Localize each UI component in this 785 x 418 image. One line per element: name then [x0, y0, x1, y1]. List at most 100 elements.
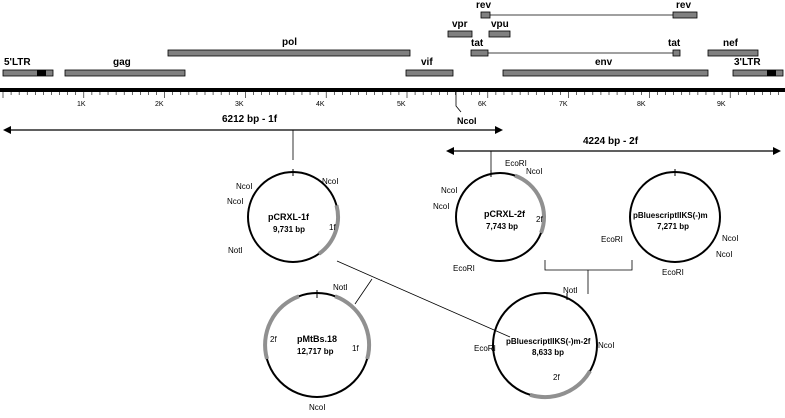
plasmid-pbluescript-2f-size: 8,633 bp — [532, 348, 564, 357]
plasmid-pcrxl-1f-insert-arc — [317, 204, 341, 256]
site-ncoi-2: NcoI — [441, 186, 457, 195]
plasmid-pcrxl-1f-name: pCRXL-1f — [268, 212, 310, 222]
plasmid-pbluescript-name: pBluescriptIIKS(-)m — [633, 211, 708, 220]
tick-label-6k: 6K — [478, 101, 487, 108]
vpu-block — [488, 30, 511, 38]
tick-label-5k: 5K — [397, 101, 406, 108]
site-ncoi-2: NcoI — [236, 182, 252, 191]
ruler-tick-labels: 1K 2K 3K 4K 5K 6K 7K 8K 9K — [77, 101, 726, 108]
plasmid-pcrxl-1f-size: 9,731 bp — [273, 225, 305, 234]
insert-2f-label: 2f — [270, 335, 277, 344]
site-ncoi-1: NcoI — [722, 234, 738, 243]
pol-label: pol — [282, 37, 297, 48]
5ltr-r-region — [37, 70, 46, 76]
fragment-1f: 6212 bp - 1f — [3, 114, 503, 160]
3ltr-label: 3'LTR — [734, 57, 761, 68]
site-ncoi-1: NcoI — [526, 167, 542, 176]
plasmid-pcrxl-2f: pCRXL-2f 7,743 bp EcoRI NcoI NcoI NcoI E… — [433, 159, 547, 273]
plasmid-pcrxl-2f-insert-arc — [514, 173, 547, 234]
vpu-label: vpu — [491, 19, 509, 30]
insert-2f-label: 2f — [553, 373, 560, 382]
vpr-label: vpr — [452, 19, 468, 30]
plasmid-pcrxl-2f-name: pCRXL-2f — [484, 209, 526, 219]
site-ncoi-3: NcoI — [433, 202, 449, 211]
5ltr-block — [2, 69, 54, 77]
site-ecori: EcoRI — [474, 344, 496, 353]
nef-label: nef — [723, 38, 739, 49]
site-ncoi-3: NcoI — [227, 197, 243, 206]
site-ecori-1: EcoRI — [505, 159, 527, 168]
plasmid-pbluescript-size: 7,271 bp — [657, 222, 689, 231]
site-ecori-2: EcoRI — [662, 268, 684, 277]
connector-lines — [336, 260, 633, 338]
vif-block — [405, 69, 454, 77]
3ltr-block — [732, 69, 784, 77]
env-label: env — [595, 57, 613, 68]
plasmid-pmtbs18-insert-arc-1f — [334, 294, 372, 360]
insert-2f-label: 2f — [536, 215, 543, 224]
fragment-2f-arrowhead-left — [446, 147, 454, 155]
tat-exon1-block — [470, 49, 489, 57]
fragment-2f: 4224 bp - 2f — [446, 136, 781, 170]
insert-1f-label: 1f — [352, 344, 359, 353]
3ltr-r-region — [767, 70, 776, 76]
tick-label-9k: 9K — [717, 101, 726, 108]
site-ncoi: NcoI — [309, 403, 325, 412]
plasmid-pmtbs18-insert-arc-2f — [263, 294, 300, 360]
plasmid-pbluescript-2f-insert-arc — [529, 369, 592, 399]
tick-label-4k: 4K — [316, 101, 325, 108]
ncoi-site-marker — [455, 92, 462, 113]
fragment-1f-label: 6212 bp - 1f — [222, 114, 278, 125]
tat-exon2-block — [672, 49, 681, 57]
site-ecori-1: EcoRI — [601, 235, 623, 244]
site-noti: NotI — [563, 286, 578, 295]
fragment-2f-arrowhead-right — [773, 147, 781, 155]
bracket-2f-to-pbluescript — [544, 260, 633, 271]
plasmid-pmtbs18: pMtBs.18 12,717 bp NotI 2f 1f NcoI — [263, 283, 372, 412]
rev-exon1-block — [480, 11, 491, 19]
gag-label: gag — [113, 57, 131, 68]
plasmid-pbluescript: pBluescriptIIKS(-)m 7,271 bp EcoRI NcoI … — [601, 169, 738, 277]
fragment-1f-arrowhead-left — [3, 126, 11, 134]
connector-1f-to-pbs2f — [336, 260, 511, 338]
genome-map: 5'LTR gag pol vif vpr vpu rev rev tat ta… — [0, 0, 785, 126]
pol-block — [167, 49, 411, 57]
plasmid-pmtbs18-size: 12,717 bp — [297, 347, 334, 356]
ncoi-site-label: NcoI — [457, 116, 477, 126]
plasmid-pbluescript-2f-name: pBluescriptIIKS(-)m-2f — [506, 337, 591, 346]
tat-label-2: tat — [668, 38, 681, 49]
gag-block — [64, 69, 186, 77]
vif-label: vif — [421, 57, 433, 68]
rev-label-2: rev — [676, 0, 691, 11]
site-noti: NotI — [333, 283, 348, 292]
plasmid-pbluescript-2f: pBluescriptIIKS(-)m-2f 8,633 bp NotI Eco… — [474, 286, 614, 399]
tick-label-8k: 8K — [637, 101, 646, 108]
site-ecori-2: EcoRI — [453, 264, 475, 273]
fragment-1f-arrowhead-right — [495, 126, 503, 134]
plasmid-pcrxl-2f-size: 7,743 bp — [486, 222, 518, 231]
site-ncoi-1: NcoI — [322, 177, 338, 186]
connector-to-pmtbs — [354, 278, 373, 305]
plasmid-pcrxl-1f: pCRXL-1f 9,731 bp NcoI NcoI NcoI NotI 1f — [227, 169, 341, 263]
tat-label: tat — [471, 38, 484, 49]
site-ncoi-2: NcoI — [716, 250, 732, 259]
site-noti: NotI — [228, 246, 243, 255]
vpr-block — [447, 30, 473, 38]
tick-label-2k: 2K — [155, 101, 164, 108]
genome-ruler — [0, 88, 785, 92]
plasmid-pmtbs18-name: pMtBs.18 — [297, 334, 337, 344]
site-ncoi: NcoI — [598, 341, 614, 350]
5ltr-label: 5'LTR — [4, 57, 31, 68]
rev-label: rev — [476, 0, 491, 11]
tick-label-3k: 3K — [235, 101, 244, 108]
tick-label-7k: 7K — [559, 101, 568, 108]
insert-1f-label: 1f — [329, 223, 336, 232]
nef-block — [707, 49, 759, 57]
fragment-2f-label: 4224 bp - 2f — [583, 136, 639, 147]
tick-label-1k: 1K — [77, 101, 86, 108]
rev-exon2-block — [672, 11, 698, 19]
ruler-ticks — [2, 92, 779, 98]
env-block — [502, 69, 709, 77]
